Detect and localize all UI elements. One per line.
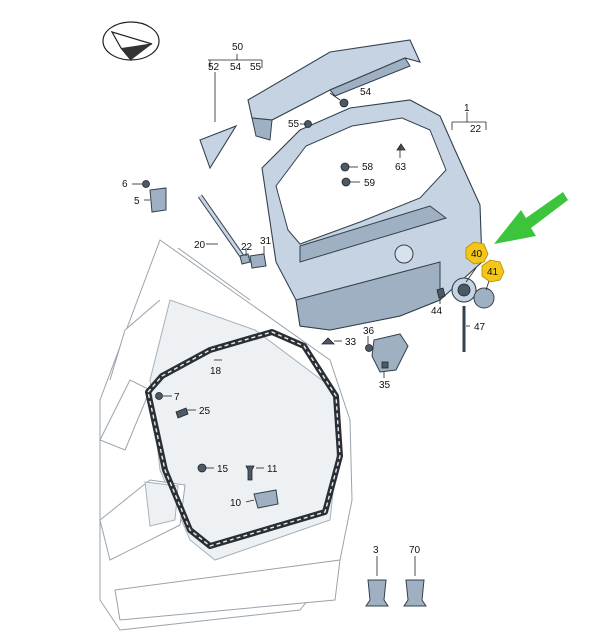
callout-63: 63 [395,162,407,173]
callout-40: 40 [471,249,483,260]
paper-plane-logo-icon [102,21,160,61]
callout-54: 54 [230,62,242,73]
callout-1: 1 [464,103,470,114]
callout-41: 41 [487,267,499,278]
callout-25: 25 [199,406,211,417]
cover-trim [199,124,238,170]
callout-31: 31 [260,236,272,247]
spoiler [247,39,421,141]
callout-35: 35 [379,380,391,391]
callout-55: 55 [250,62,262,73]
callout-36: 36 [363,326,375,337]
callout-18: 18 [210,366,222,377]
callout-15: 15 [217,464,229,475]
callout-labels: 50 52 54 55 54 55 1 22 58 59 63 6 5 20 2… [122,42,499,556]
callout-44: 44 [431,306,443,317]
callout-22: 22 [241,242,253,253]
callout-5: 5 [134,196,140,207]
highlight-markers [465,241,505,283]
callout-70: 70 [409,545,421,556]
callout-10: 10 [230,498,242,509]
callout-33: 33 [345,337,357,348]
callout-47: 47 [474,322,486,333]
gas-strut [197,194,249,264]
callout-7: 7 [174,392,180,403]
callout-20: 20 [194,240,206,251]
callout-11: 11 [267,464,278,475]
callout-55: 55 [288,119,300,130]
callout-6: 6 [122,179,128,190]
callout-50: 50 [232,42,244,53]
callout-54: 54 [360,87,372,98]
callout-58: 58 [362,162,374,173]
green-arrow-icon [494,192,568,244]
callout-22: 22 [470,124,482,135]
tailgate [261,99,483,331]
door-seal [145,329,343,549]
callout-3: 3 [373,545,379,556]
callout-59: 59 [364,178,376,189]
callout-52: 52 [208,62,220,73]
leader-lines [132,54,491,576]
hardware-parts [142,98,495,607]
